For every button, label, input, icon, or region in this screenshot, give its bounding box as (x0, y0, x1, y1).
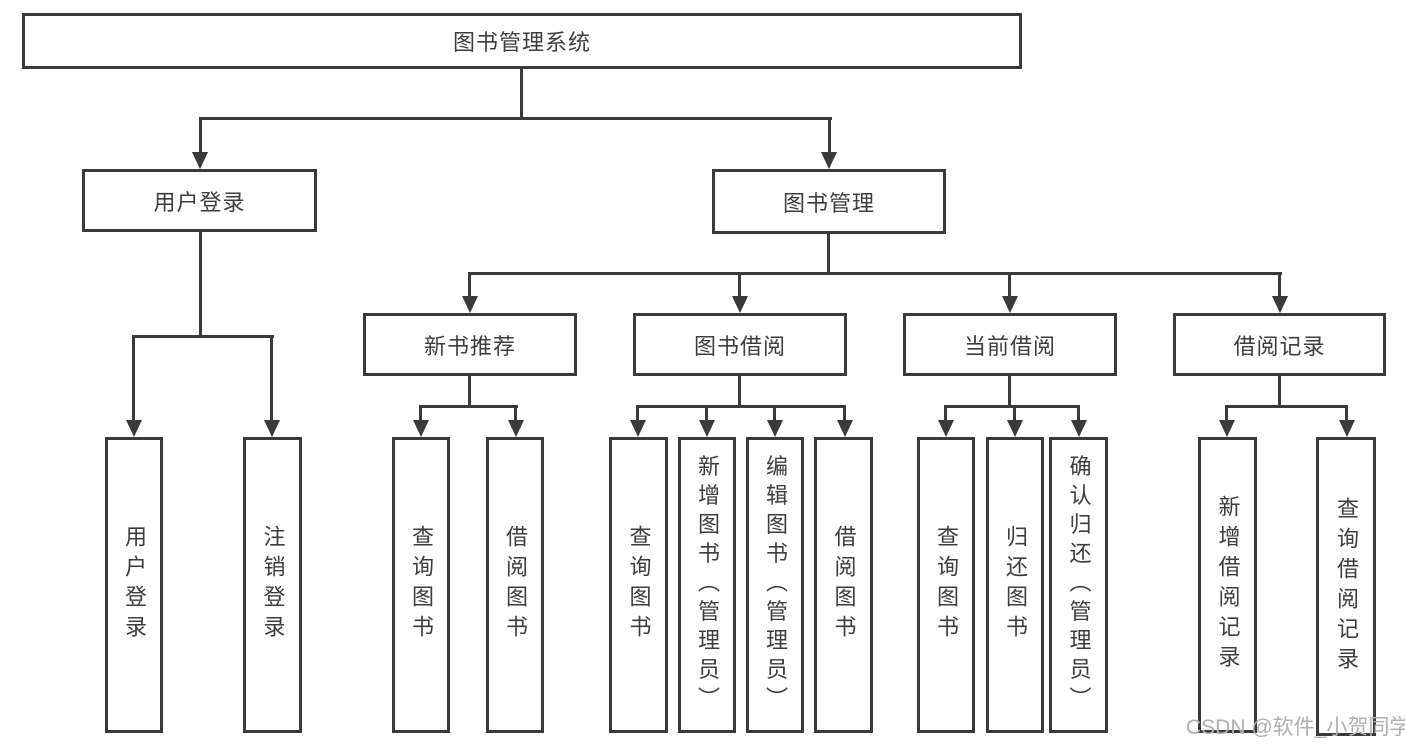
node-leaf-add-record-label: 新增借阅记录 (1215, 495, 1241, 675)
connector-to-book-borrowing (738, 272, 741, 300)
node-book-management-label: 图书管理 (782, 190, 875, 216)
node-leaf-logout-label: 注销登录 (260, 525, 286, 645)
connector-to-new-book-rec (468, 272, 471, 300)
connector-root-stem (520, 69, 523, 119)
connector-to-leaf-query-record (1345, 405, 1348, 423)
node-book-borrowing-label: 图书借阅 (693, 333, 786, 359)
connector-to-book-management (828, 117, 831, 157)
node-leaf-confirm-return-label: 确认归还（管理员） (1066, 454, 1092, 716)
node-user-login-label: 用户登录 (153, 189, 246, 215)
arrow-to-leaf-return-book-icon (1007, 420, 1023, 437)
connector-borrowing-records-branch (1225, 405, 1348, 408)
arrow-to-borrowing-records-icon (1272, 296, 1288, 313)
node-leaf-add-book: 新增图书（管理员） (678, 437, 736, 733)
node-leaf-edit-book: 编辑图书（管理员） (746, 437, 804, 733)
connector-new-book-rec-stem (468, 374, 471, 408)
arrow-to-leaf-query-book-1-icon (413, 420, 429, 437)
connector-to-leaf-query-book-1 (419, 405, 422, 423)
connector-to-borrowing-records (1278, 272, 1281, 300)
arrow-to-leaf-add-record-icon (1219, 420, 1235, 437)
arrow-to-leaf-logout-icon (264, 420, 280, 437)
node-leaf-user-login-label: 用户登录 (122, 525, 147, 645)
node-leaf-borrow-book-1-label: 借阅图书 (503, 525, 528, 645)
node-leaf-user-login: 用户登录 (105, 437, 163, 733)
connector-to-current-borrowing (1008, 272, 1011, 300)
node-root-label: 图书管理系统 (452, 30, 591, 55)
connector-to-leaf-query-book-3 (944, 405, 947, 423)
node-leaf-return-book-label: 归还图书 (1003, 525, 1028, 645)
connector-to-user-login (199, 117, 202, 157)
node-new-book-rec-label: 新书推荐 (423, 333, 516, 359)
connector-book-borrowing-branch (636, 405, 846, 408)
node-book-borrowing: 图书借阅 (633, 313, 847, 376)
arrow-to-leaf-add-book-icon (699, 420, 715, 437)
arrow-to-leaf-confirm-return-icon (1071, 420, 1087, 437)
node-leaf-edit-book-label: 编辑图书（管理员） (763, 454, 788, 716)
arrow-to-leaf-query-record-icon (1339, 420, 1355, 437)
node-new-book-rec: 新书推荐 (363, 313, 577, 376)
node-current-borrowing: 当前借阅 (903, 313, 1117, 376)
node-leaf-borrow-book-1: 借阅图书 (486, 437, 544, 733)
csdn-watermark: CSDN @软件_小贺同学 (1186, 716, 1405, 739)
connector-book-management-branch (468, 272, 1282, 275)
connector-to-leaf-borrow-book-1 (514, 405, 517, 423)
connector-new-book-rec-branch (419, 405, 518, 408)
node-borrowing-records-label: 借阅记录 (1233, 333, 1326, 359)
connector-borrowing-records-stem (1278, 374, 1281, 408)
connector-to-leaf-user-login (132, 335, 135, 425)
node-leaf-query-book-2-label: 查询图书 (626, 525, 652, 645)
connector-to-leaf-add-record (1225, 405, 1228, 423)
node-user-login: 用户登录 (82, 169, 317, 232)
node-leaf-query-book-1: 查询图书 (392, 437, 450, 733)
connector-user-login-stem (199, 230, 202, 338)
connector-current-borrowing-branch (944, 405, 1080, 408)
connector-to-leaf-query-book-2 (636, 405, 639, 423)
arrow-to-new-book-rec-icon (462, 296, 478, 313)
node-leaf-add-book-label: 新增图书（管理员） (695, 454, 720, 716)
node-leaf-add-record: 新增借阅记录 (1198, 437, 1257, 733)
arrow-to-leaf-query-book-3-icon (938, 420, 954, 437)
node-leaf-logout: 注销登录 (243, 437, 302, 733)
connector-user-login-branch (132, 335, 274, 338)
arrow-to-user-login-icon (192, 152, 208, 169)
connector-to-leaf-add-book (705, 405, 708, 423)
node-borrowing-records: 借阅记录 (1173, 313, 1386, 376)
connector-to-leaf-return-book (1013, 405, 1016, 423)
connector-to-leaf-borrow-book-2 (843, 405, 846, 423)
arrow-to-leaf-edit-book-icon (767, 420, 783, 437)
arrow-to-book-management-icon (821, 152, 837, 169)
arrow-to-book-borrowing-icon (732, 296, 748, 313)
node-leaf-query-book-1-label: 查询图书 (409, 525, 434, 645)
node-leaf-borrow-book-2: 借阅图书 (814, 437, 873, 733)
connector-book-management-stem (827, 232, 830, 275)
node-leaf-query-book-3: 查询图书 (917, 437, 975, 733)
node-leaf-query-record: 查询借阅记录 (1316, 437, 1376, 736)
connector-root-branch (199, 117, 832, 120)
node-current-borrowing-label: 当前借阅 (963, 333, 1056, 359)
node-leaf-confirm-return: 确认归还（管理员） (1049, 437, 1108, 733)
arrow-to-leaf-user-login-icon (126, 420, 142, 437)
node-root: 图书管理系统 (22, 13, 1022, 69)
arrow-to-leaf-borrow-book-1-icon (508, 420, 524, 437)
node-book-management: 图书管理 (712, 169, 946, 234)
node-leaf-query-book-2: 查询图书 (609, 437, 668, 733)
connector-current-borrowing-stem (1008, 374, 1011, 408)
connector-book-borrowing-stem (738, 374, 741, 408)
node-leaf-borrow-book-2-label: 借阅图书 (831, 525, 857, 645)
arrow-to-current-borrowing-icon (1002, 296, 1018, 313)
connector-to-leaf-logout (270, 335, 273, 425)
arrow-to-leaf-query-book-2-icon (630, 420, 646, 437)
node-leaf-query-record-label: 查询借阅记录 (1334, 496, 1359, 677)
connector-to-leaf-edit-book (773, 405, 776, 423)
node-leaf-return-book: 归还图书 (986, 437, 1044, 733)
arrow-to-leaf-borrow-book-2-icon (837, 420, 853, 437)
node-leaf-query-book-3-label: 查询图书 (934, 525, 959, 645)
connector-to-leaf-confirm-return (1077, 405, 1080, 423)
